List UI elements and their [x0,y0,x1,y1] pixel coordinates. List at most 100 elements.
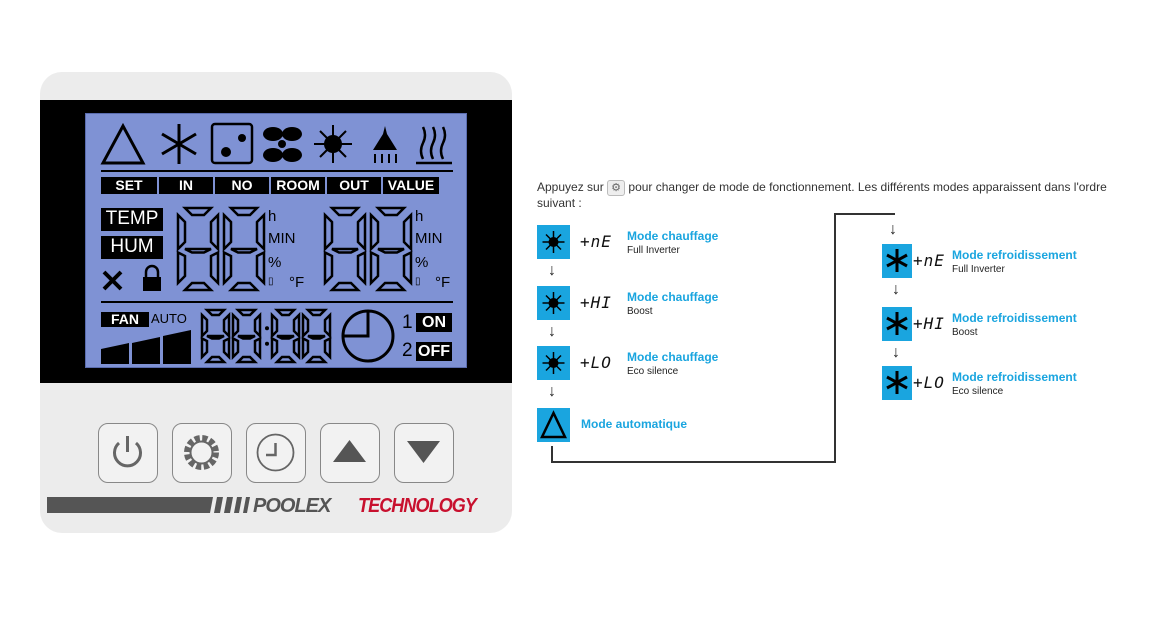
power-icon [113,436,142,468]
mode-button[interactable] [172,423,232,483]
mode-subtitle: Eco silence [627,366,679,377]
lcd-segment [273,355,298,364]
lcd-segment [181,281,215,292]
lcd-segment [253,336,262,361]
mode-subtitle: Full Inverter [627,245,680,256]
lcd-segment [304,308,329,317]
lcd-segment [200,311,209,340]
lcd-segment [276,334,295,340]
unit-fahrenheit: °F [435,274,451,291]
lcd-segment [323,250,334,287]
lcd-segment [184,247,212,254]
off-label: OFF [416,342,452,361]
lcd-segment [369,211,380,253]
lcd-segment [323,211,334,253]
unit-celsius: ▯ [415,276,421,287]
lcd-segment [304,355,329,364]
mode-code: +nE [913,251,945,270]
lcd-segment [227,281,261,292]
label-in: IN [159,177,213,194]
unit-celsius: ▯ [268,276,274,287]
timer-1-label: 1 [402,312,413,333]
lcd-segment [402,250,413,287]
lcd-segment [231,336,240,361]
connector-line [834,213,895,215]
unit-fahrenheit: °F [289,274,305,291]
sun-mode-icon [537,225,570,259]
tools-icon [102,270,123,291]
connector-line [834,213,836,462]
lcd-segment [237,334,256,340]
logo-stripes [47,497,250,513]
lcd-segment [301,311,310,340]
auto-triangle-icon [100,122,146,165]
lcd-segment [292,311,301,340]
unit-min: MIN [415,230,443,247]
arrow-down-icon: ↓ [889,221,897,238]
arrow-down-icon: ↓ [892,281,900,298]
intro-text: Appuyez sur ⚙ pour changer de mode de fo… [537,180,1147,210]
mode-title: Mode refroidissement [952,370,1077,384]
lcd-segment [176,250,187,287]
shower-icon [373,126,397,163]
logo-brand: POOLEX [253,495,331,517]
lcd-colon [265,341,269,346]
lcd-segment [402,211,413,253]
snowflake-mode-icon [882,366,912,400]
lcd-segment [328,281,362,292]
mode-title: Mode chauffage [627,350,719,364]
lcd-segment [222,311,231,340]
lcd-segment [374,206,408,217]
lcd-segment [356,211,367,253]
lcd-segment [374,281,408,292]
lcd-graphics [100,122,453,364]
up-button[interactable] [320,423,380,483]
poolex-logo: POOLEX TECHNOLOGY [47,495,487,517]
sun-mode-icon [537,286,570,320]
on-label: ON [416,313,452,332]
lcd-segment [255,211,266,253]
auto-label: AUTO [151,311,187,326]
lcd-segment [227,206,261,217]
lcd-segment [328,206,362,217]
mode-code: +nE [580,232,612,251]
lcd-segment [203,355,228,364]
down-button[interactable] [394,423,454,483]
clock-button[interactable] [246,423,306,483]
arrow-down-icon: ↓ [548,383,556,400]
sun-mode-icon [537,346,570,380]
hum-label: HUM [101,236,163,259]
lcd-segment [323,311,332,340]
lcd-segment [255,250,266,287]
lcd-segment [176,211,187,253]
fan-speed-bars [101,330,191,364]
auto-mode-title: Mode automatique [581,417,688,431]
gear-icon [184,435,219,470]
mode-code: +HI [913,314,945,333]
lcd-screen: SET IN NO ROOM OUT VALUE TEMP HUM h MIN … [85,113,467,368]
lcd-segment [369,250,380,287]
snowflake-mode-icon [882,244,912,278]
temp-label: TEMP [101,208,163,231]
clock-icon [256,433,295,472]
lcd-segment [203,308,228,317]
logo-technology: TECHNOLOGY [358,495,477,517]
power-button[interactable] [98,423,158,483]
label-value: VALUE [383,177,439,194]
label-no: NO [215,177,269,194]
unit-h: h [415,208,424,225]
sun-icon [314,125,352,163]
lcd-segment [206,334,225,340]
triangle-down-icon [407,441,440,463]
mode-title: Mode chauffage [627,290,719,304]
label-room: ROOM [271,177,325,194]
lcd-segment [222,211,233,253]
lcd-segment [270,311,279,340]
label-out: OUT [327,177,381,194]
lcd-segment [323,336,332,361]
lcd-segment [377,247,405,254]
connector-line [551,461,836,463]
mode-subtitle: Boost [627,306,653,317]
connector-line [551,446,553,462]
lcd-segment [307,334,326,340]
